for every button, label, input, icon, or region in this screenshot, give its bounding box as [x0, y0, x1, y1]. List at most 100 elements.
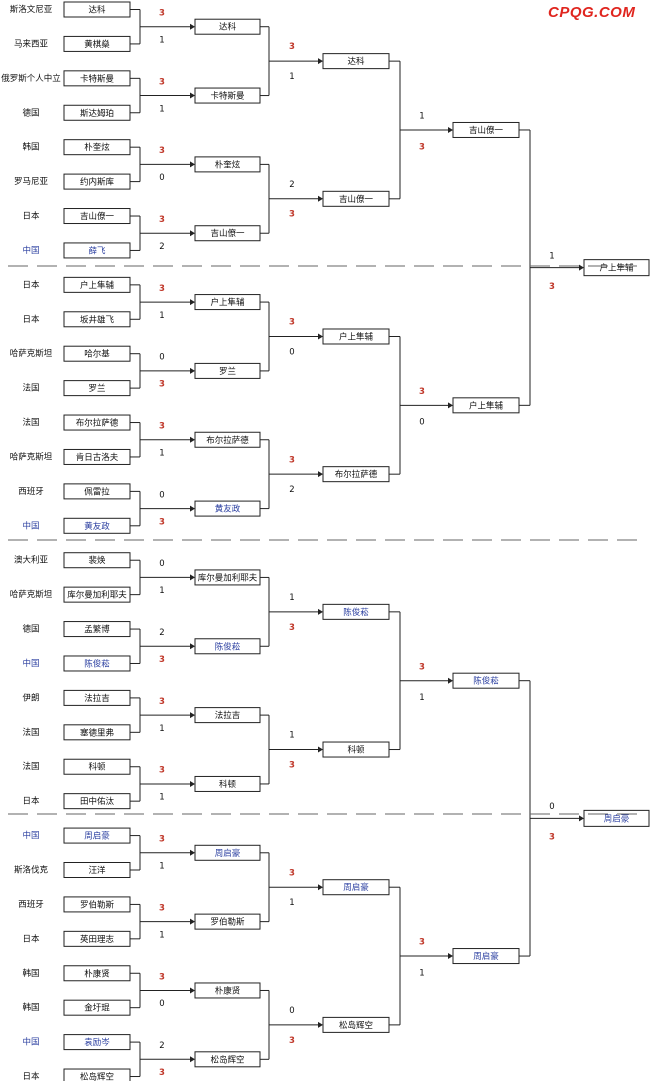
country-label: 哈萨克斯坦: [10, 589, 53, 600]
r3-score: 3: [289, 455, 295, 465]
r1-player-label: 佩雷拉: [84, 486, 110, 497]
country-label: 中国: [22, 658, 39, 669]
r5-score: 3: [549, 833, 555, 843]
r1-player-label: 袁励岑: [84, 1037, 110, 1048]
watermark-logo: CPQG.COM: [548, 4, 636, 21]
r2-player-label: 罗伯勒斯: [210, 917, 245, 928]
r3-score: 1: [289, 731, 294, 741]
r2-score: 3: [159, 766, 165, 776]
r2-score: 1: [159, 793, 164, 803]
r2-score: 1: [159, 104, 164, 114]
r2-arrow-head: [190, 643, 195, 650]
country-label: 俄罗斯个人中立: [1, 73, 61, 84]
r2-score: 0: [159, 173, 164, 183]
r2-score: 3: [159, 517, 165, 527]
r1-player-label: 朴康贤: [84, 968, 110, 979]
r3-player-label: 达科: [347, 56, 365, 67]
r2-score: 1: [159, 311, 164, 321]
r2-score: 1: [159, 586, 164, 596]
r2-player-label: 朴康贤: [215, 985, 241, 996]
r2-score: 3: [159, 146, 165, 156]
country-label: 韩国: [22, 968, 39, 979]
r2-score: 3: [159, 284, 165, 294]
r1-player-label: 法拉吉: [84, 693, 110, 704]
r4-score: 1: [419, 112, 424, 122]
r2-score: 2: [159, 242, 164, 252]
r2-arrow-head: [190, 918, 195, 925]
country-label: 哈萨克斯坦: [10, 451, 53, 462]
country-label: 罗马尼亚: [14, 177, 49, 187]
country-label: 日本: [22, 933, 40, 944]
r1-player-label: 卡特斯曼: [80, 73, 115, 84]
r1-player-label: 布尔拉萨德: [76, 418, 119, 429]
r1-player-label: 罗兰: [88, 383, 105, 394]
r3-score: 2: [289, 180, 294, 190]
r4-player-label: 吉山僚一: [469, 125, 504, 136]
r2-arrow-head: [190, 712, 195, 719]
r4-score: 3: [419, 142, 425, 152]
r3-score: 0: [289, 1006, 294, 1016]
country-label: 日本: [22, 796, 40, 807]
r4-score: 3: [419, 387, 425, 397]
r3-score: 3: [289, 623, 295, 633]
country-label: 中国: [22, 245, 39, 256]
r3-player-label: 布尔拉萨德: [335, 469, 378, 480]
country-label: 西班牙: [18, 486, 44, 497]
r3-score: 3: [289, 318, 295, 328]
country-label: 马来西亚: [14, 39, 49, 49]
country-label: 韩国: [22, 1002, 39, 1013]
r4-player-label: 陈俊菘: [473, 676, 499, 687]
r5-player-box: [583, 259, 650, 277]
r4-score: 3: [419, 938, 425, 948]
r2-player-label: 达科: [219, 22, 237, 33]
r2-score: 1: [159, 862, 164, 872]
r4-score: 1: [419, 693, 424, 703]
r2-arrow-head: [190, 367, 195, 374]
r2-score: 2: [159, 628, 164, 638]
r2-score: 0: [159, 490, 164, 500]
r3-player-label: 科顿: [347, 745, 365, 756]
r2-player-label: 罗兰: [219, 366, 236, 377]
r1-player-label: 田中佑汰: [80, 796, 115, 807]
r5-player-label: 周启豪: [604, 813, 630, 824]
r1-player-label: 金圩琨: [84, 1003, 110, 1014]
r2-score: 3: [159, 697, 165, 707]
r4-arrow-head: [448, 953, 453, 960]
r1-player-label: 黄棋燊: [84, 39, 110, 50]
r4-arrow-head: [448, 126, 453, 133]
r2-player-label: 周启豪: [215, 848, 241, 859]
country-label: 法国: [22, 727, 39, 738]
r2-arrow-head: [190, 436, 195, 443]
r1-player-label: 陈俊菘: [84, 658, 110, 669]
r4-score: 1: [419, 968, 424, 978]
country-label: 伊朗: [22, 692, 39, 703]
r3-score: 3: [289, 42, 295, 52]
r5-score: 0: [549, 802, 554, 812]
r3-arrow-head: [318, 884, 323, 891]
r3-score: 3: [289, 760, 295, 770]
r2-player-label: 朴奎炫: [215, 159, 241, 170]
r1-player-label: 松岛辉空: [80, 1072, 114, 1081]
r3-player-label: 吉山僚一: [339, 194, 374, 205]
r1-player-label: 户上隼辅: [80, 280, 115, 291]
r5-score: 3: [549, 282, 555, 292]
country-label: 日本: [22, 1071, 40, 1081]
r2-player-label: 黄友政: [215, 504, 241, 515]
r3-player-label: 松岛辉空: [339, 1020, 373, 1031]
r1-player-label: 达科: [88, 5, 106, 16]
r3-arrow-head: [318, 195, 323, 202]
r4-arrow-head: [448, 402, 453, 409]
r2-arrow-head: [190, 1056, 195, 1063]
r2-arrow-head: [190, 299, 195, 306]
r3-score: 3: [289, 868, 295, 878]
r2-arrow-head: [190, 987, 195, 994]
r2-score: 0: [159, 353, 164, 363]
r2-player-label: 吉山僚一: [210, 228, 245, 239]
r1-player-label: 英田理志: [80, 934, 115, 945]
r1-player-label: 裴焕: [88, 555, 106, 566]
r5-arrow-head: [579, 264, 584, 271]
r1-player-label: 库尔曼加利耶夫: [67, 590, 127, 601]
r2-score: 3: [159, 835, 165, 845]
